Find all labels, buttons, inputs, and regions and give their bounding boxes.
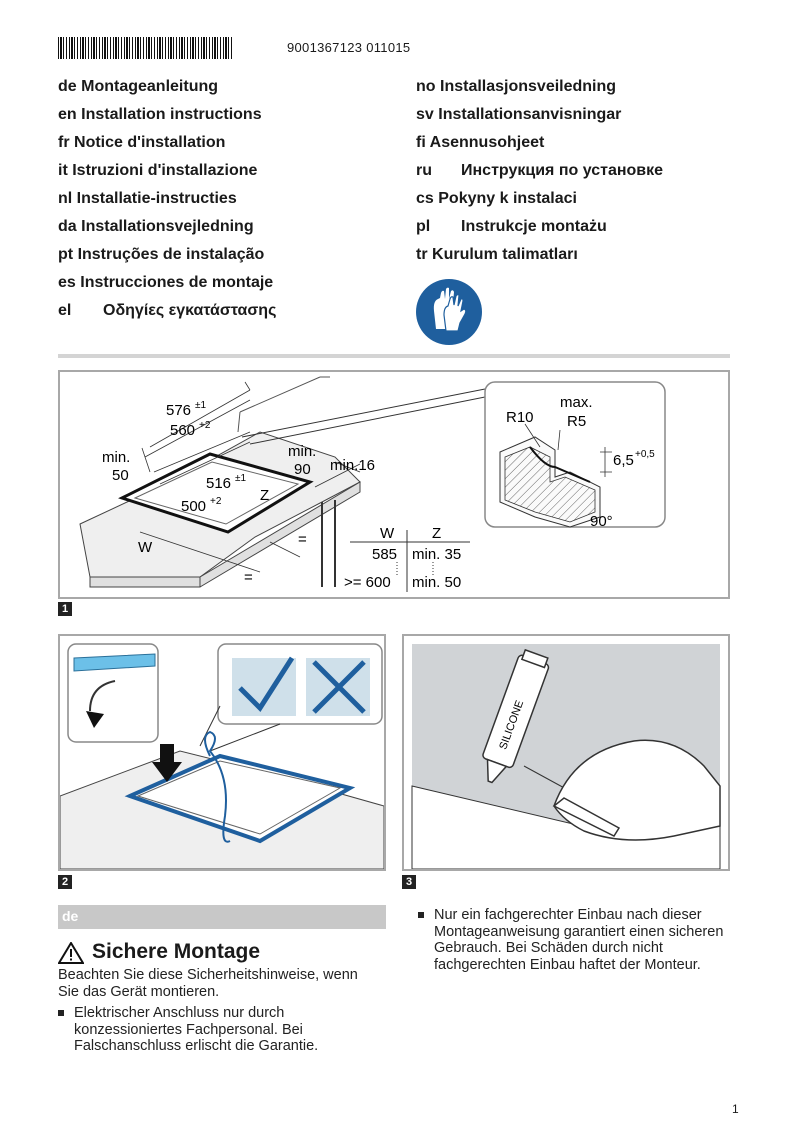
figure-2-number: 2 — [58, 875, 72, 889]
bullet-electrical: Elektrischer Anschluss nur durch konzess… — [58, 1005, 386, 1055]
intro-text: Beachten Sie diese Sicherheitshinweise, … — [58, 967, 358, 1000]
min-90-label: min. — [288, 443, 316, 460]
dim-576-tol: ±1 — [195, 400, 206, 411]
dim-516-tol: ±1 — [235, 473, 246, 484]
detail-angle: 90° — [590, 513, 613, 530]
table-r1-w: 585 — [372, 546, 397, 563]
figure-3-number: 3 — [402, 875, 416, 889]
figure-2-seal-application — [58, 634, 386, 871]
detail-r5: R5 — [567, 413, 586, 430]
label-z: Z — [260, 487, 269, 504]
lang-item-no: no Installasjonsveiledning — [416, 78, 617, 95]
lang-item-pt: pt Instruções de instalação — [58, 246, 265, 263]
detail-r10: R10 — [506, 409, 534, 426]
article-number: 9001367123 011015 — [287, 40, 411, 55]
dim-516: 516 — [206, 475, 231, 492]
dim-500-tol: +2 — [210, 496, 222, 507]
language-tag-bar: de — [58, 905, 386, 929]
warning-icon — [58, 942, 84, 964]
lang-item-es: es Instrucciones de montaje — [58, 274, 274, 291]
dim-560-tol: +2 — [199, 420, 211, 431]
label-w: W — [138, 539, 153, 556]
detail-depth: 6,5 — [613, 452, 634, 469]
min-90-value: 90 — [294, 461, 311, 478]
dim-560: 560 — [170, 422, 195, 439]
lang-item-fi: fi Asennusohjeet — [416, 134, 545, 151]
lang-item-da: da Installationsvejledning — [58, 218, 254, 235]
table-head-w: W — [380, 525, 395, 542]
lang-item-de: de Montageanleitung — [58, 78, 219, 95]
dim-500: 500 — [181, 498, 206, 515]
table-r2-z: min. 50 — [412, 574, 461, 591]
barcode — [58, 37, 234, 59]
table-r1-z: min. 35 — [412, 546, 461, 563]
lang-item-it: it Istruzioni d'installazione — [58, 162, 258, 179]
lang-item-en: en Installation instructions — [58, 106, 262, 123]
table-head-z: Z — [432, 525, 441, 542]
lang-item-nl: nl Installatie-instructies — [58, 190, 237, 207]
min-16-label: min.16 — [330, 457, 375, 474]
min-50-label: min. — [102, 449, 130, 466]
section-heading: Sichere Montage — [92, 940, 261, 963]
detail-max: max. — [560, 394, 593, 411]
dim-576: 576 — [166, 402, 191, 419]
min-50-value: 50 — [112, 467, 129, 484]
lang-item-sv: sv Installationsanvisningar — [416, 106, 622, 123]
figure-1-number: 1 — [58, 602, 72, 616]
lang-item-tr: tr Kurulum talimatları — [416, 246, 578, 263]
bullet-installation: Nur ein fachgerechter Einbau nach dieser… — [418, 907, 752, 973]
safety-gloves-icon — [416, 279, 482, 345]
label-equal-2: = — [244, 569, 253, 586]
language-tag: de — [62, 908, 79, 924]
figure-3-silicone-application: SILICONE — [402, 634, 730, 871]
page-number: 1 — [732, 1102, 739, 1116]
lang-item-fr: fr Notice d'installation — [58, 134, 226, 151]
detail-depth-tol: +0,5 — [635, 449, 655, 460]
divider — [58, 354, 730, 358]
lang-item-cs: cs Pokyny k instalaci — [416, 190, 577, 207]
figure-1-cutout-dimensions: 576 ±1 560 +2 min. 50 min. 90 min.16 516… — [58, 370, 730, 599]
table-r2-w: >= 600 — [344, 574, 391, 591]
label-equal-1: = — [298, 531, 307, 548]
